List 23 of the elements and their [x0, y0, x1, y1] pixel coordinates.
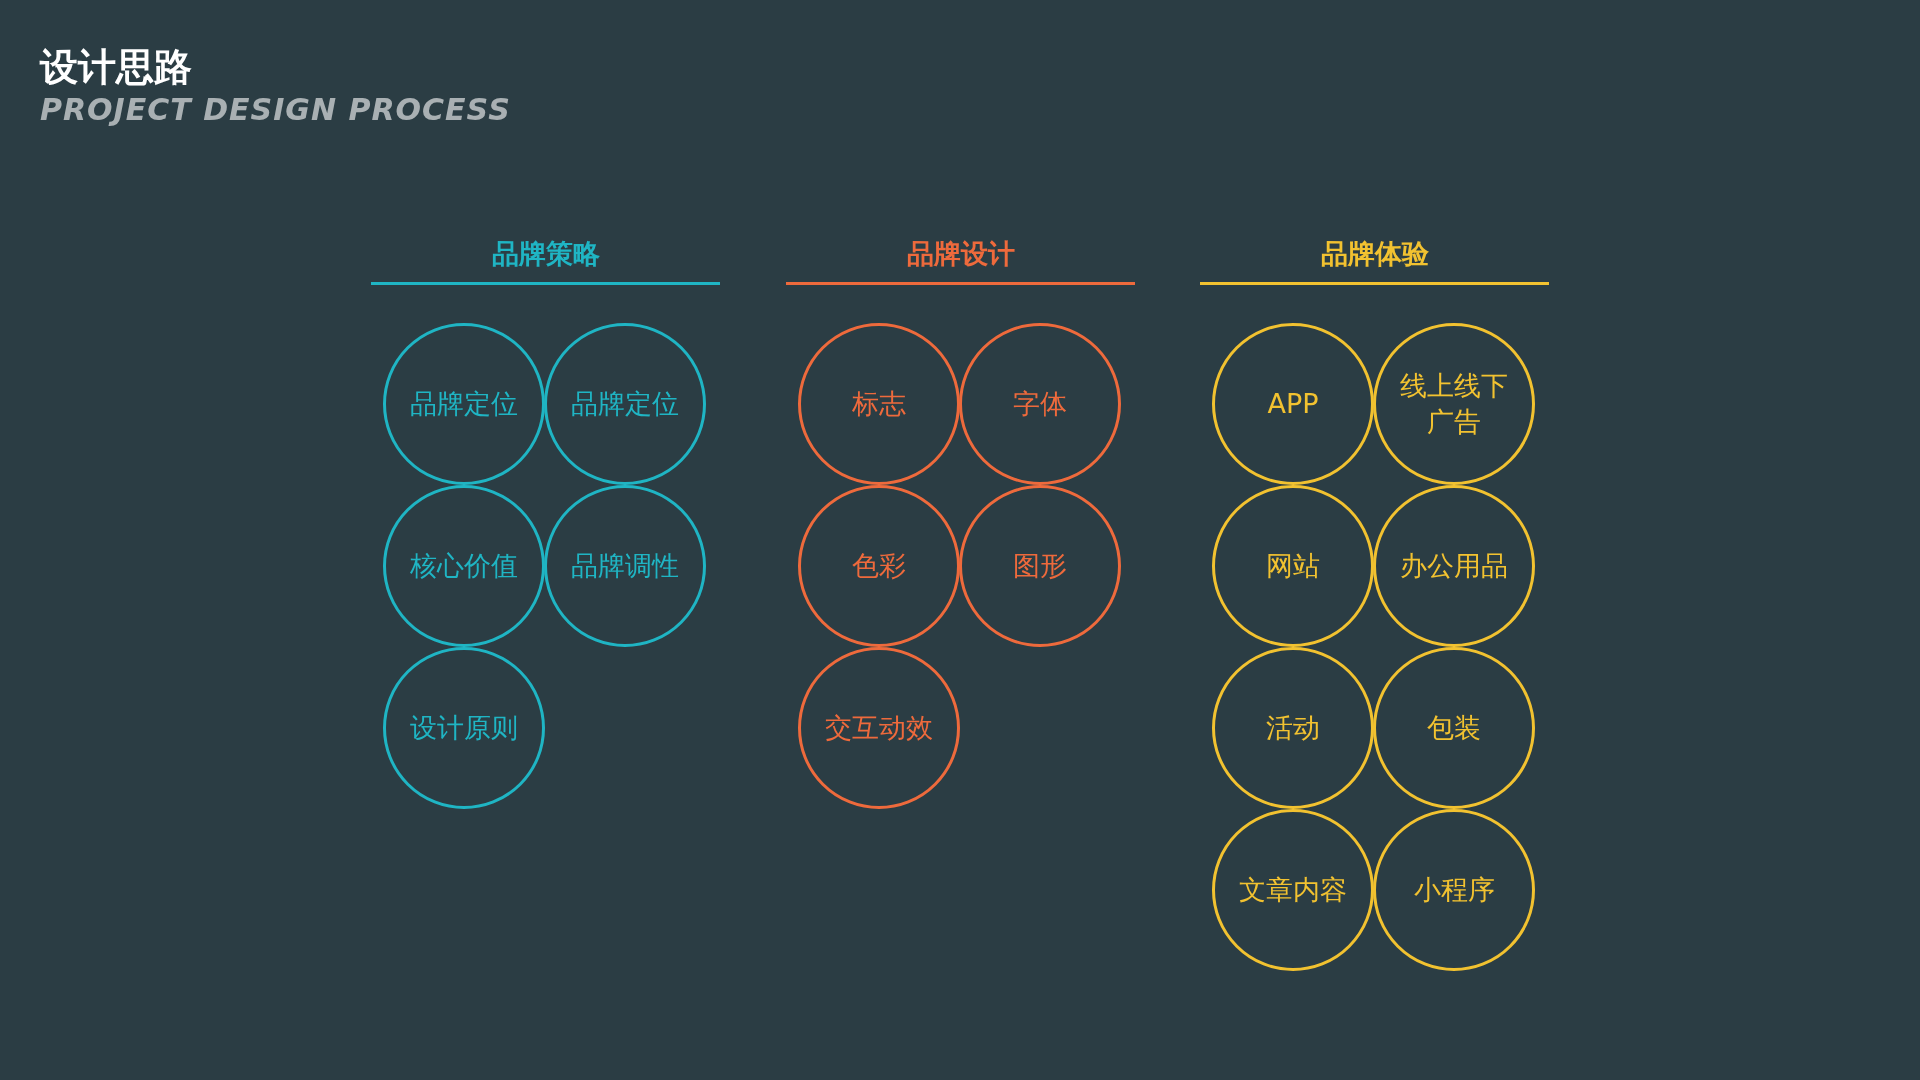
category-circle: 包装	[1373, 647, 1535, 809]
section-heading: 品牌体验	[1319, 237, 1430, 271]
page-subtitle: PROJECT DESIGN PROCESS	[40, 92, 511, 127]
category-circle: 品牌调性	[544, 485, 706, 647]
category-circle: 交互动效	[798, 647, 960, 809]
category-circle: 网站	[1212, 485, 1374, 647]
category-circle: 文章内容	[1212, 809, 1374, 971]
category-circle: 办公用品	[1373, 485, 1535, 647]
category-circle: 色彩	[798, 485, 960, 647]
category-circle: 标志	[798, 323, 960, 485]
page-title: 设计思路	[40, 44, 192, 91]
category-circle: 活动	[1212, 647, 1374, 809]
category-circle: 字体	[959, 323, 1121, 485]
category-circle: 核心价值	[383, 485, 545, 647]
category-circle: 品牌定位	[544, 323, 706, 485]
category-circle: 小程序	[1373, 809, 1535, 971]
section-heading: 品牌设计	[905, 237, 1016, 271]
category-circle: 线上线下广告	[1373, 323, 1535, 485]
category-circle: 图形	[959, 485, 1121, 647]
section-heading: 品牌策略	[490, 237, 601, 271]
category-circle: 设计原则	[383, 647, 545, 809]
category-circle: APP	[1212, 323, 1374, 485]
category-circle: 品牌定位	[383, 323, 545, 485]
